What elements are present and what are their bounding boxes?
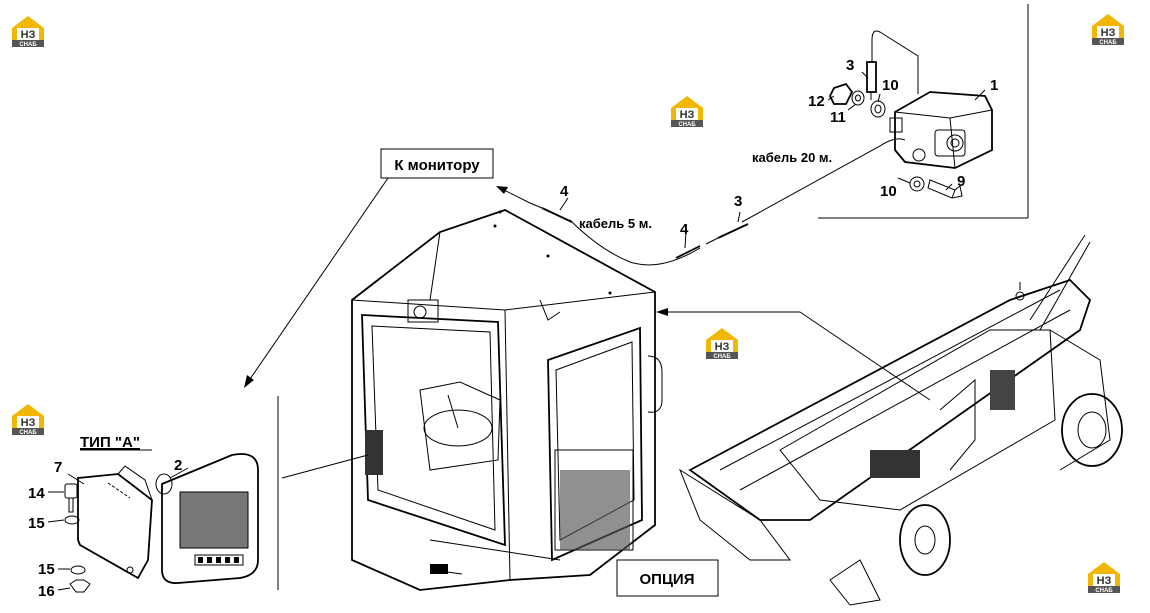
callout-15-bottom: 15 [38, 561, 55, 578]
callout-10-top: 10 [882, 77, 899, 94]
svg-text:НЗ: НЗ [680, 109, 695, 121]
svg-text:СНАБ: СНАБ [1095, 588, 1113, 594]
arrow-monitor-to-bracket [244, 177, 389, 388]
callout-16: 16 [38, 583, 55, 600]
operator-cabin [351, 209, 663, 591]
arrow-from-machine [656, 308, 931, 401]
bracket-fasteners [64, 483, 91, 593]
arrow-to-monitor [496, 186, 531, 204]
logo-top-right: НЗ СНАБ [1092, 14, 1124, 46]
callout-3-top: 3 [846, 57, 854, 74]
svg-text:НЗ: НЗ [21, 29, 36, 41]
to-monitor-box: К монитору [380, 148, 494, 179]
callout-1: 1 [990, 77, 998, 94]
callout-7: 7 [54, 459, 62, 476]
callout-leaders-left [47, 491, 71, 591]
svg-text:НЗ: НЗ [1101, 27, 1116, 39]
svg-text:К монитору: К монитору [394, 157, 480, 174]
callout-3-mid: 3 [734, 193, 742, 210]
type-a-label: ТИП "А" [80, 434, 140, 451]
arrow-to-cabin-mount [281, 454, 369, 479]
monitor-unit [155, 453, 259, 584]
callout-15-top: 15 [28, 515, 45, 532]
svg-text:СНАБ: СНАБ [19, 430, 37, 436]
svg-text:СНАБ: СНАБ [1099, 40, 1117, 46]
callout-9: 9 [957, 173, 965, 190]
svg-text:СНАБ: СНАБ [19, 42, 37, 48]
svg-text:СНАБ: СНАБ [678, 122, 696, 128]
svg-text:ОПЦИЯ: ОПЦИЯ [640, 571, 695, 588]
logo-center-top: НЗ СНАБ [671, 96, 703, 128]
callout-4-right: 4 [680, 221, 689, 238]
callout-4-left: 4 [560, 183, 569, 200]
logo-left: НЗ СНАБ [12, 404, 44, 436]
logo-center: НЗ СНАБ [706, 328, 738, 360]
camera-unit [889, 91, 993, 169]
cable-20m [529, 138, 906, 266]
monitor-bracket [77, 465, 153, 580]
camera-detail-frame [818, 4, 1029, 219]
callout-2: 2 [174, 457, 182, 474]
leader-lines [67, 71, 986, 485]
logo-top-left: НЗ СНАБ [12, 16, 44, 48]
callout-14: 14 [28, 485, 45, 502]
cable-5m-label: кабель 5 м. [579, 216, 652, 231]
svg-text:НЗ: НЗ [21, 417, 36, 429]
svg-text:НЗ: НЗ [1097, 575, 1112, 587]
camera-washers [828, 82, 963, 199]
option-box: ОПЦИЯ [616, 559, 719, 597]
cable-20m-label: кабель 20 м. [752, 150, 832, 165]
svg-text:НЗ: НЗ [715, 341, 730, 353]
svg-text:СНАБ: СНАБ [713, 354, 731, 360]
logo-bottom-right: НЗ СНАБ [1088, 562, 1120, 594]
callout-11: 11 [830, 109, 846, 126]
callout-10-bottom: 10 [880, 183, 897, 200]
callout-12: 12 [808, 93, 825, 110]
reach-stacker [678, 234, 1123, 606]
